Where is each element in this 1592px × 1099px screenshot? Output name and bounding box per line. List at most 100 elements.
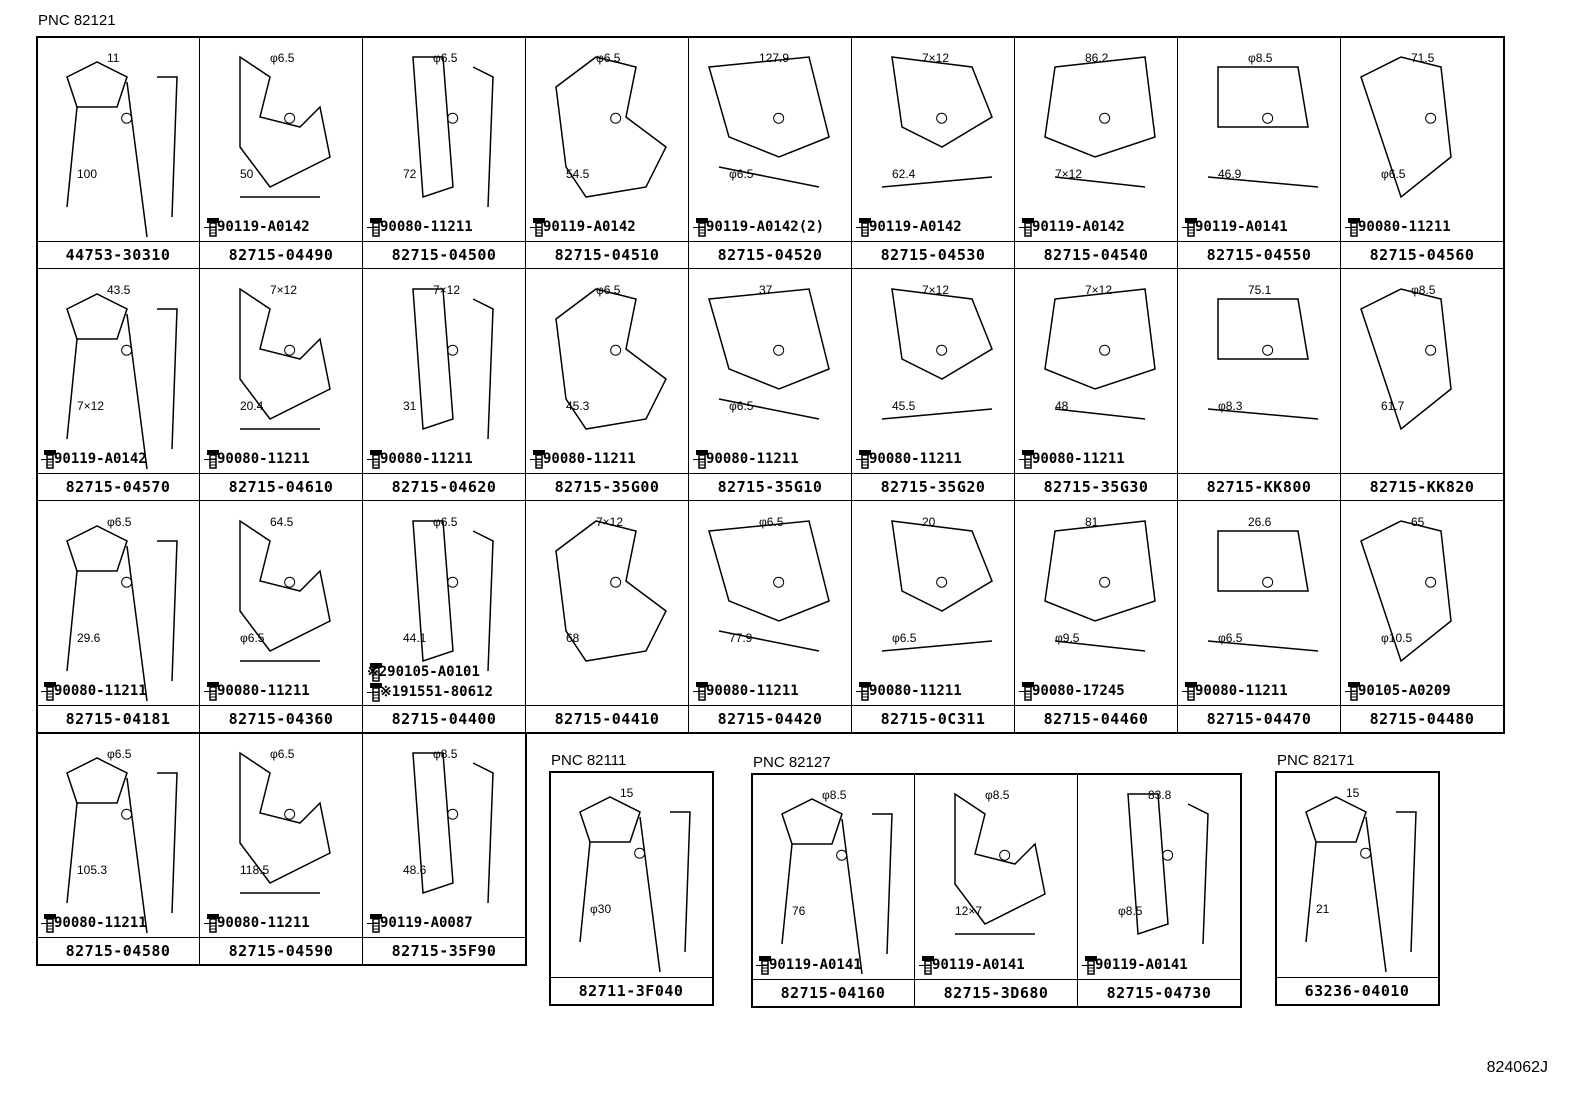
- part-number-label[interactable]: 82715-04460: [1015, 705, 1177, 732]
- bolt-callout[interactable]: 90119-A0142: [204, 217, 310, 237]
- bolt-callout[interactable]: 90119-A0141: [1182, 217, 1288, 237]
- pnc-label-82121: PNC 82121: [38, 12, 116, 29]
- bolt-callout[interactable]: 90119-A0142: [856, 217, 962, 237]
- dimension-label: 105.3: [77, 863, 108, 877]
- part-number-label[interactable]: 82715-04490: [200, 241, 362, 268]
- bolt-callout[interactable]: 90080-17245: [1019, 681, 1125, 701]
- part-number-label[interactable]: 82715-35G10: [689, 473, 851, 500]
- part-number-label[interactable]: 82715-35G20: [852, 473, 1014, 500]
- bolt-callout[interactable]: 90119-A0142: [1019, 217, 1125, 237]
- bolt-callout[interactable]: 90080-11211: [1182, 681, 1288, 701]
- bolt-part-number: ※191551-80612: [380, 684, 493, 700]
- part-number-label[interactable]: 82715-KK800: [1178, 473, 1340, 500]
- part-number-label[interactable]: 82715-35G00: [526, 473, 688, 500]
- bolt-callout[interactable]: 90080-11211: [41, 681, 147, 701]
- bolt-callout[interactable]: 90080-11211: [204, 681, 310, 701]
- part-number-label[interactable]: 82715-04560: [1341, 241, 1503, 268]
- part-number-label[interactable]: 82715-04400: [363, 705, 525, 732]
- bolt-callout[interactable]: 90080-11211: [693, 449, 799, 469]
- part-number-label[interactable]: 82715-3D680: [915, 979, 1077, 1006]
- bolt-callout[interactable]: 90119-A0142(2): [693, 217, 824, 237]
- part-number-label[interactable]: 44753-30310: [37, 241, 199, 268]
- bolt-callout[interactable]: 90080-11211: [693, 681, 799, 701]
- part-number-label[interactable]: 82715-KK820: [1341, 473, 1503, 500]
- bracket-drawing: [239, 55, 331, 198]
- bolt-callout[interactable]: 90080-11211: [856, 681, 962, 701]
- bolt-callout[interactable]: 90119-A0141: [756, 955, 862, 975]
- bolt-callout[interactable]: 90080-11211: [530, 449, 636, 469]
- bracket-drawing: [412, 288, 494, 440]
- bolt-callout[interactable]: 90080-11211: [1345, 217, 1451, 237]
- bolt-part-number: 90119-A0141: [1195, 219, 1288, 235]
- bolt-callout[interactable]: 90080-11211: [41, 913, 147, 933]
- part-number-label[interactable]: 82715-04500: [363, 241, 525, 268]
- part-number-label[interactable]: 63236-04010: [1276, 977, 1438, 1004]
- part-number-label[interactable]: 82715-04730: [1078, 979, 1240, 1006]
- bolt-callout[interactable]: 90105-A0209: [1345, 681, 1451, 701]
- dimension-label: φ8.5: [822, 788, 847, 802]
- part-number-label[interactable]: 82715-04530: [852, 241, 1014, 268]
- part-number-label[interactable]: 82715-04610: [200, 473, 362, 500]
- part-number-label[interactable]: 82715-04470: [1178, 705, 1340, 732]
- part-number-label[interactable]: 82715-04480: [1341, 705, 1503, 732]
- bolt-callout[interactable]: 90080-11211: [204, 913, 310, 933]
- bolt-callout[interactable]: 90119-A0142: [530, 217, 636, 237]
- bolt-callout[interactable]: 90119-A0141: [919, 955, 1025, 975]
- part-number-label[interactable]: 82715-04160: [752, 979, 914, 1006]
- part-number-label[interactable]: 82715-04420: [689, 705, 851, 732]
- bolt-callout[interactable]: ※191551-80612: [367, 682, 493, 702]
- part-number-label[interactable]: 82715-35F90: [363, 937, 525, 964]
- bolt-callout[interactable]: 90119-A0141: [1082, 955, 1188, 975]
- bolt-callout[interactable]: 90080-11211: [1019, 449, 1125, 469]
- bolt-callout[interactable]: 90080-11211: [367, 449, 473, 469]
- bolt-callout[interactable]: 90080-11211: [367, 217, 473, 237]
- part-number-label[interactable]: 82715-04181: [37, 705, 199, 732]
- part-number-label[interactable]: 82715-04510: [526, 241, 688, 268]
- part-number-label[interactable]: 82715-04520: [689, 241, 851, 268]
- part-number-label[interactable]: 82715-04620: [363, 473, 525, 500]
- part-number-label[interactable]: 82715-04550: [1178, 241, 1340, 268]
- bolt-callout[interactable]: 90119-A0142: [41, 449, 147, 469]
- bolt-callout[interactable]: 90080-11211: [856, 449, 962, 469]
- bolt-callout[interactable]: 90080-11211: [204, 449, 310, 469]
- bolt-callout[interactable]: 90119-A0087: [367, 913, 473, 933]
- part-number-label[interactable]: 82715-04590: [200, 937, 362, 964]
- part-number-label[interactable]: 82715-04580: [37, 937, 199, 964]
- part-number-label[interactable]: 82715-04570: [37, 473, 199, 500]
- part-number-label[interactable]: 82715-0C311: [852, 705, 1014, 732]
- part-number-label[interactable]: 82715-04540: [1015, 241, 1177, 268]
- part-number-label[interactable]: 82715-04360: [200, 705, 362, 732]
- part-number-label[interactable]: 82715-04410: [526, 705, 688, 732]
- bolt-callout-secondary[interactable]: ※290105-A0101: [367, 662, 480, 682]
- part-number-label[interactable]: 82711-3F040: [550, 977, 712, 1004]
- part-number-label[interactable]: 82715-35G30: [1015, 473, 1177, 500]
